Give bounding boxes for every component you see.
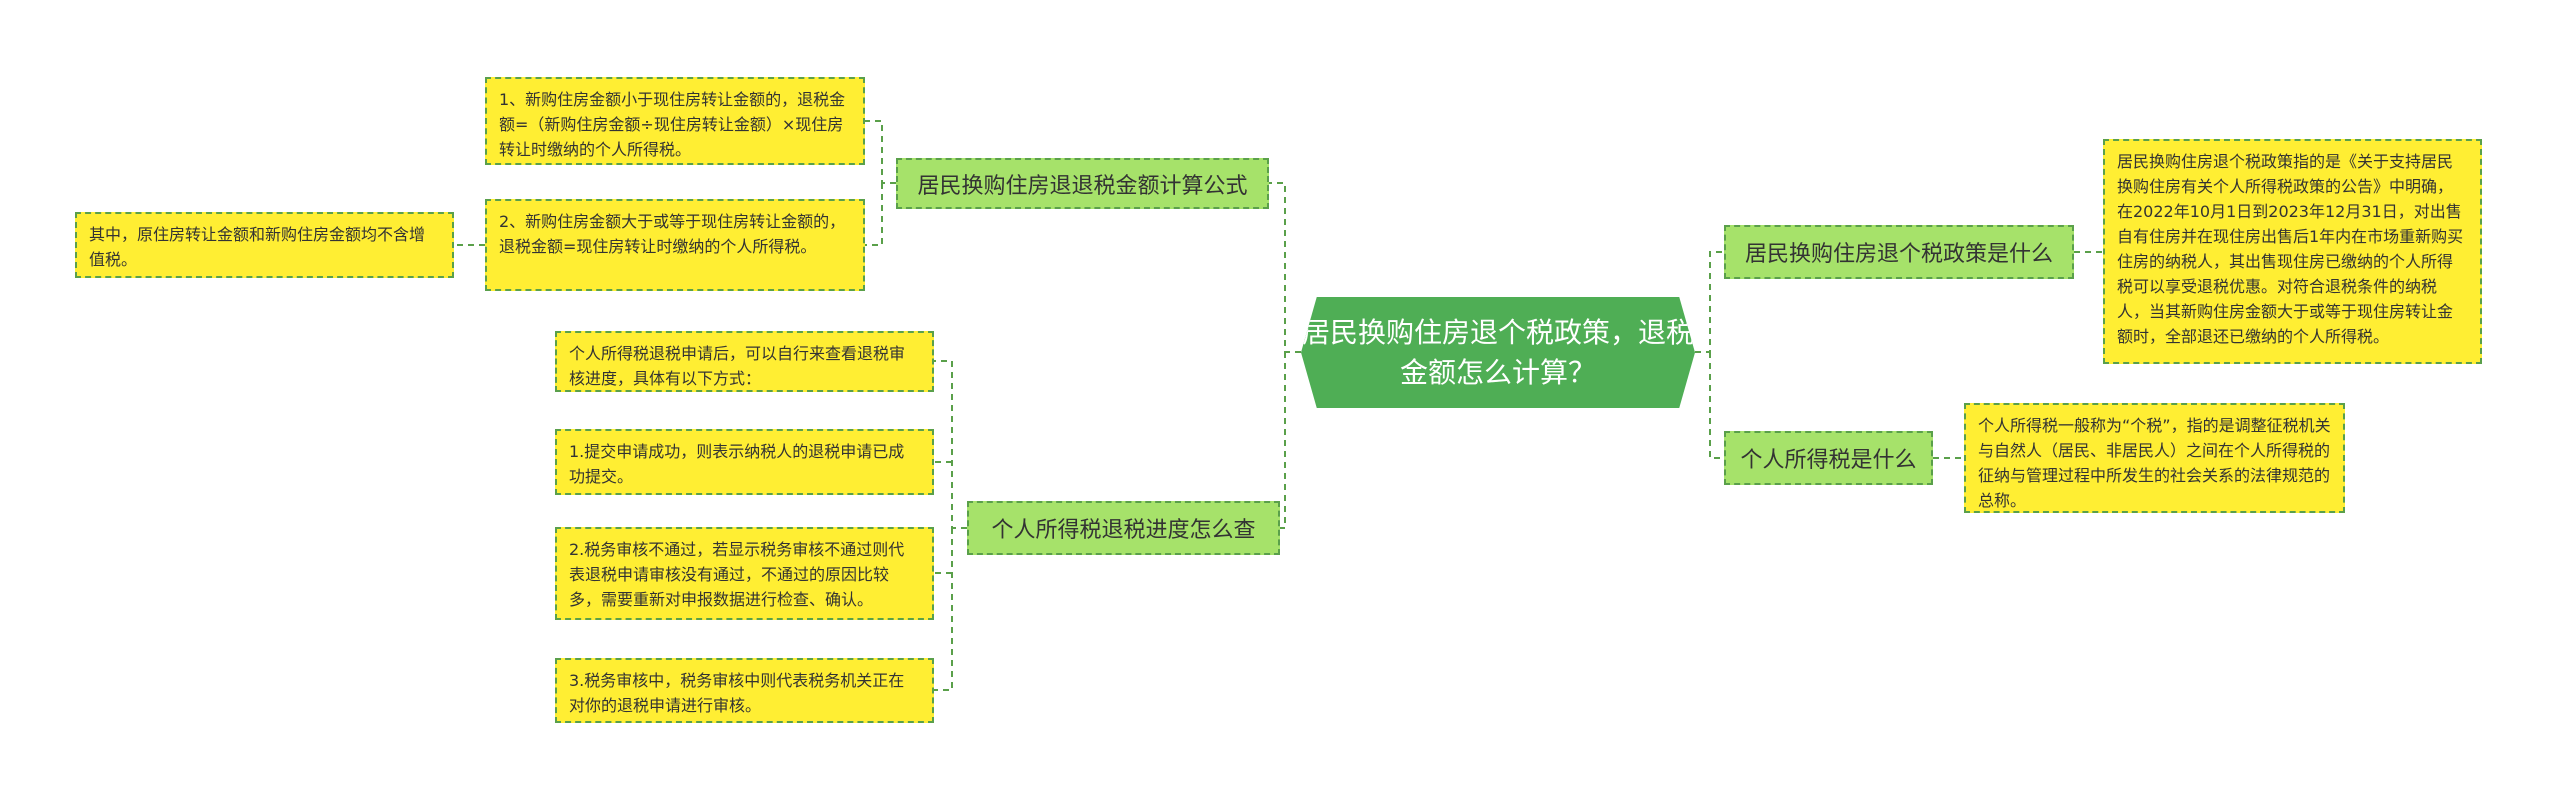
branch-refund-formula[interactable]: 居民换购住房退退税金额计算公式 — [896, 158, 1269, 209]
central-topic-text: 居民换购住房退个税政策，退税金额怎么计算？ — [1301, 315, 1694, 389]
leaf-progress-submitted[interactable]: 1.提交申请成功，则表示纳税人的退税申请已成功提交。 — [555, 429, 934, 495]
leaf-progress-intro[interactable]: 个人所得税退税申请后，可以自行来查看退税审核进度，具体有以下方式： — [555, 331, 934, 392]
leaf-formula-2[interactable]: 2、新购住房金额大于或等于现住房转让金额的，退税金额=现住房转让时缴纳的个人所得… — [485, 199, 865, 291]
leaf-formula-1[interactable]: 1、新购住房金额小于现住房转让金额的，退税金额=（新购住房金额÷现住房转让金额）… — [485, 77, 865, 165]
central-topic[interactable]: 居民换购住房退个税政策，退税金额怎么计算？ — [1301, 297, 1695, 408]
leaf-progress-reviewing[interactable]: 3.税务审核中，税务审核中则代表税务机关正在对你的退税申请进行审核。 — [555, 658, 934, 723]
branch-refund-progress[interactable]: 个人所得税退税进度怎么查 — [967, 501, 1280, 555]
leaf-formula-note[interactable]: 其中，原住房转让金额和新购住房金额均不含增值税。 — [75, 212, 454, 278]
branch-policy-what[interactable]: 居民换购住房退个税政策是什么 — [1724, 225, 2074, 279]
leaf-progress-rejected[interactable]: 2.税务审核不通过，若显示税务审核不通过则代表退税申请审核没有通过，不通过的原因… — [555, 527, 934, 620]
leaf-policy-detail[interactable]: 居民换购住房退个税政策指的是《关于支持居民换购住房有关个人所得税政策的公告》中明… — [2103, 139, 2482, 364]
branch-income-tax-what[interactable]: 个人所得税是什么 — [1724, 431, 1933, 485]
leaf-income-tax-detail[interactable]: 个人所得税一般称为“个税”，指的是调整征税机关与自然人（居民、非居民人）之间在个… — [1964, 403, 2345, 513]
